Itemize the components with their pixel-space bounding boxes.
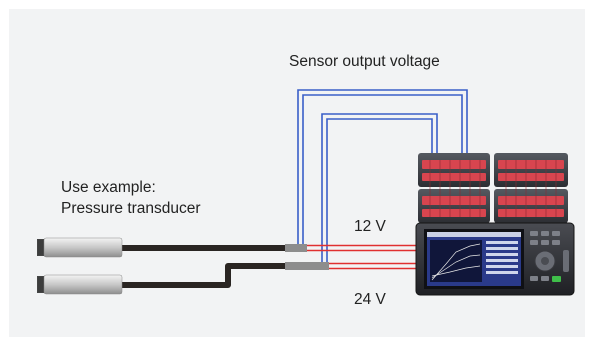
- data-logger-icon: [415, 153, 575, 296]
- signal-wire-outer: [297, 89, 468, 248]
- connector-sleeve-bottom: [285, 262, 329, 270]
- connector-sleeve-top: [285, 244, 307, 252]
- pressure-transducer-icon: [37, 237, 123, 258]
- sensor-cables: [122, 245, 285, 288]
- input-modules: [418, 153, 568, 223]
- sensor-cable-bottom: [122, 263, 285, 288]
- pressure-transducer-icon: [37, 274, 123, 295]
- supply-24v-label: 24 V: [354, 291, 386, 308]
- supply-12v-label: 12 V: [354, 218, 386, 235]
- pressure-transducer-label: Pressure transducer: [61, 200, 201, 217]
- signal-wire-inner: [321, 113, 438, 266]
- supply-wires: [307, 244, 418, 270]
- use-example-label: Use example:: [61, 179, 156, 196]
- sensor-output-voltage-label: Sensor output voltage: [289, 53, 440, 70]
- signal-wires: [297, 89, 468, 266]
